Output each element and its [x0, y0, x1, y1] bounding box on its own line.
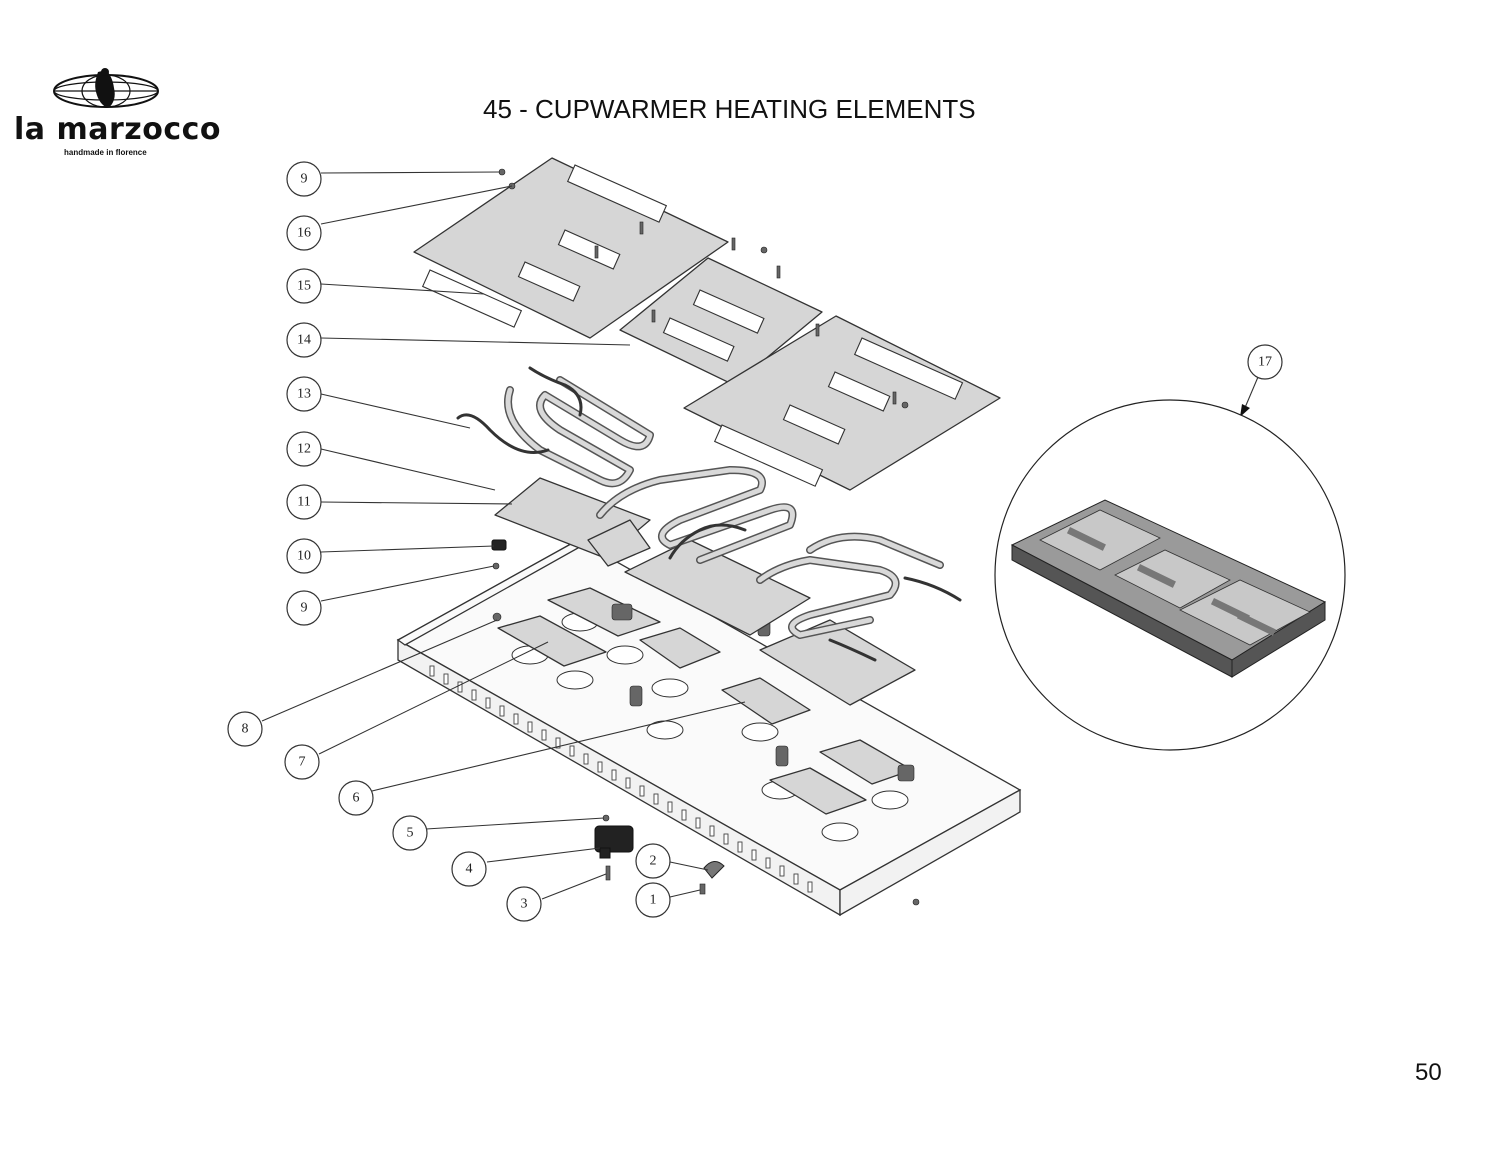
- callout-13: 13: [286, 376, 322, 412]
- svg-text:10: 10: [297, 549, 311, 564]
- page-title: 45 - CUPWARMER HEATING ELEMENTS: [483, 94, 976, 124]
- screws-and-hardware: [491, 168, 920, 906]
- callout-2: 2: [635, 843, 671, 879]
- callout-15: 15: [286, 268, 322, 304]
- svg-text:7: 7: [299, 755, 306, 770]
- assembled-detail-view: [994, 399, 1346, 751]
- svg-text:4: 4: [466, 862, 473, 877]
- callout-17: 17: [1247, 344, 1283, 380]
- callout-14: 14: [286, 322, 322, 358]
- callout-7: 7: [284, 744, 320, 780]
- callout-6: 6: [338, 780, 374, 816]
- svg-text:9: 9: [301, 601, 308, 616]
- svg-text:14: 14: [297, 333, 311, 348]
- svg-text:8: 8: [242, 722, 249, 737]
- svg-text:2: 2: [650, 854, 657, 869]
- svg-text:6: 6: [353, 791, 360, 806]
- svg-text:17: 17: [1258, 355, 1272, 370]
- callout-3: 3: [506, 886, 542, 922]
- svg-text:11: 11: [297, 495, 310, 510]
- svg-text:16: 16: [297, 226, 311, 241]
- callout-9-bottom: 9: [286, 590, 322, 626]
- page-number: 50: [1415, 1059, 1442, 1086]
- callout-10: 10: [286, 538, 322, 574]
- callout-16: 16: [286, 215, 322, 251]
- lower-heater-plates: [494, 477, 916, 706]
- top-cover-plates: [413, 157, 1001, 491]
- callout-11: 11: [286, 484, 322, 520]
- callout-9-top: 9: [286, 161, 322, 197]
- brand-tagline: handmade in florence: [64, 148, 147, 157]
- callout-4: 4: [451, 851, 487, 887]
- la-marzocco-logo: [53, 68, 159, 108]
- callout-1: 1: [635, 882, 671, 918]
- callout-12: 12: [286, 431, 322, 467]
- svg-text:1: 1: [650, 893, 657, 908]
- svg-text:13: 13: [297, 387, 311, 402]
- tray-vents: [429, 665, 813, 893]
- heating-coils: [456, 366, 962, 662]
- callout-8: 8: [227, 711, 263, 747]
- svg-text:5: 5: [407, 826, 414, 841]
- brand-name: la marzocco: [14, 112, 222, 147]
- leader-lines: [261, 171, 1259, 900]
- svg-text:3: 3: [521, 897, 528, 912]
- svg-text:15: 15: [297, 279, 311, 294]
- svg-text:9: 9: [301, 172, 308, 187]
- svg-text:12: 12: [297, 442, 311, 457]
- callout-5: 5: [392, 815, 428, 851]
- small-heating-plates: [497, 587, 915, 815]
